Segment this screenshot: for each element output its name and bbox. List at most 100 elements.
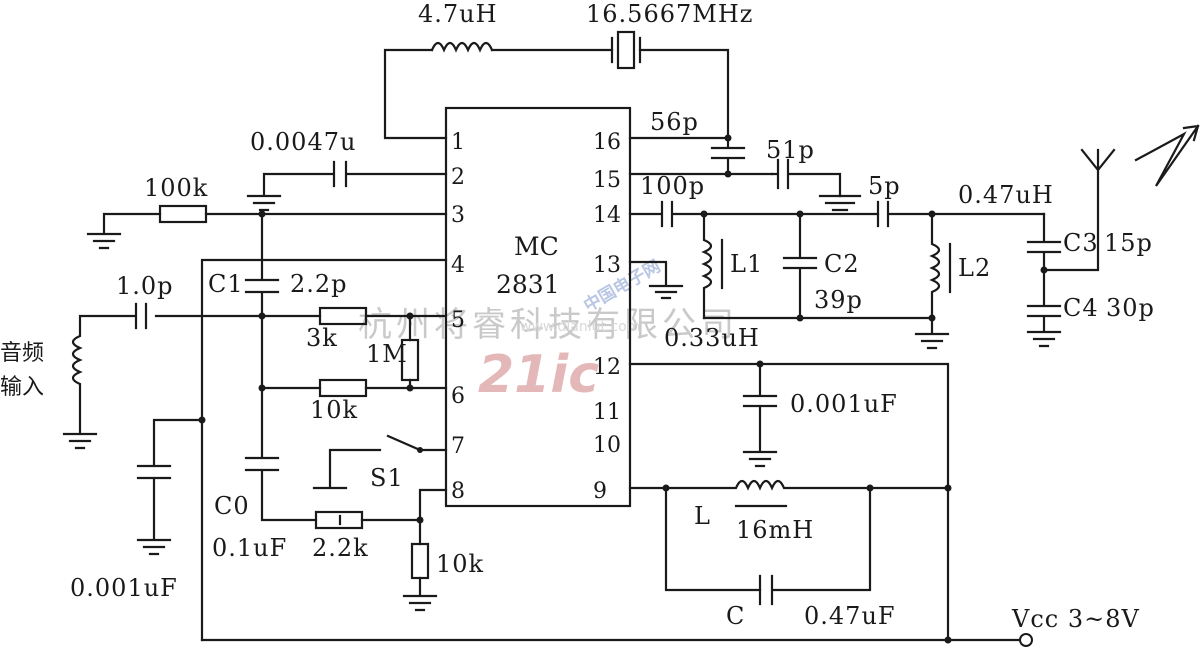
cap-51p [770,158,842,198]
gnd-51p [818,194,862,212]
antenna [1042,148,1116,272]
pin-4: 4 [451,253,465,278]
label-c4: C4 [1063,294,1099,322]
label-10k: 10k [310,396,358,424]
pin-9: 9 [593,479,607,504]
watermark-company: 杭州将睿科技有限公司 [358,305,738,345]
pin-3: 3 [451,203,465,228]
cap-c4 [1026,268,1062,348]
cap-c3 [1026,212,1062,272]
audio-input-path [62,302,448,450]
label-0-33uh: 0.33uH [664,324,760,352]
pin-16: 16 [593,130,621,155]
label-16mh: 16mH [736,516,814,544]
node-o [258,312,266,320]
label-audio-2: 输入 [0,375,44,400]
label-10k-b: 10k [436,550,484,578]
label-c3: C3 [1063,229,1099,257]
pin-14: 14 [593,203,621,228]
node-k [944,636,952,644]
label-100p: 100p [640,172,705,200]
pin-10: 10 [593,433,621,458]
label-0-47uh: 0.47uH [958,181,1054,209]
pin-7: 7 [451,434,465,459]
node-q [406,384,414,392]
cap-100p [628,200,880,228]
ic-mc2831 [444,106,632,508]
cap-c1-c0 [244,212,318,522]
label-l2: L2 [958,254,991,282]
label-3k: 3k [306,324,338,352]
label-crystal: 16.5667MHz [586,0,753,28]
top-feedback-loop [383,30,730,140]
label-1-0p: 1.0p [116,272,174,300]
label-0-47uf: 0.47uF [804,602,896,630]
label-1m: 1M [366,340,408,368]
pin-12: 12 [593,355,621,380]
label-vcc: Vcc 3~8V [1011,605,1140,633]
label-2-2k: 2.2k [312,534,369,562]
cap-0-001uf-right [742,362,778,468]
wire-pin4 [200,258,448,642]
s1-contact [417,447,423,453]
label-l-4-7uh: 4.7uH [418,0,498,28]
pin-1: 1 [451,130,465,155]
label-100k: 100k [144,174,208,202]
pin-5: 5 [451,308,465,333]
pin-13: 13 [593,253,621,278]
label-56p: 56p [650,108,699,136]
cap-0-001uf-left [136,418,204,556]
label-0-1uf: 0.1uF [212,534,287,562]
wire-pin12 [628,362,950,642]
label-0-001uf-left: 0.001uF [70,574,178,602]
node-j [944,484,952,492]
cap-0-0047u [246,160,448,212]
resistor-3k [318,306,368,326]
label-c: C [726,602,745,630]
label-15p: 15p [1104,229,1153,257]
label-39p: 39p [814,286,863,314]
label-30p: 30p [1106,294,1155,322]
watermark-logo: 21ic [478,345,599,405]
vcc-terminal [1019,633,1033,647]
pin-15: 15 [593,168,621,193]
label-c0: C0 [214,492,250,520]
cap-56p [710,136,746,176]
cap-5p [876,200,934,228]
label-0-001uf-right: 0.001uF [790,390,898,418]
cap-c2 [782,212,818,320]
wire-pin9 [628,486,762,592]
cap-c-0-47uf [758,486,872,606]
node-e [928,314,936,322]
resistor-10k-b [410,542,430,580]
label-l: L [694,502,711,530]
label-2-2p: 2.2p [290,270,348,298]
label-0-0047u: 0.0047u [250,128,356,156]
inductor-l1 [701,212,713,320]
pin-6: 6 [451,384,465,409]
pot-2-2k [314,510,364,530]
node-r [416,516,424,524]
resistor-10k [318,378,368,398]
wire-pin3 [86,212,448,250]
rf-emission-icon [1134,124,1200,187]
resistor-100k [158,204,208,224]
inductor-l [664,479,950,491]
pin-2: 2 [451,165,465,190]
label-51p: 51p [766,136,815,164]
ic-label-2: 2831 [496,270,560,299]
label-s1: S1 [370,464,404,492]
label-c2: C2 [824,250,860,278]
label-5p: 5p [868,172,901,200]
wire-pin8 [360,488,448,612]
label-c1: C1 [208,270,244,298]
resistor-1m [400,338,420,382]
gnd-pin13 [628,260,684,300]
pin-8: 8 [451,479,465,504]
label-l1: L1 [730,250,763,278]
label-audio-1: 音频 [0,341,44,366]
inductor-l2 [929,212,941,320]
pin-11: 11 [593,400,621,425]
watermark-url: www.dianlut.com [520,319,640,335]
